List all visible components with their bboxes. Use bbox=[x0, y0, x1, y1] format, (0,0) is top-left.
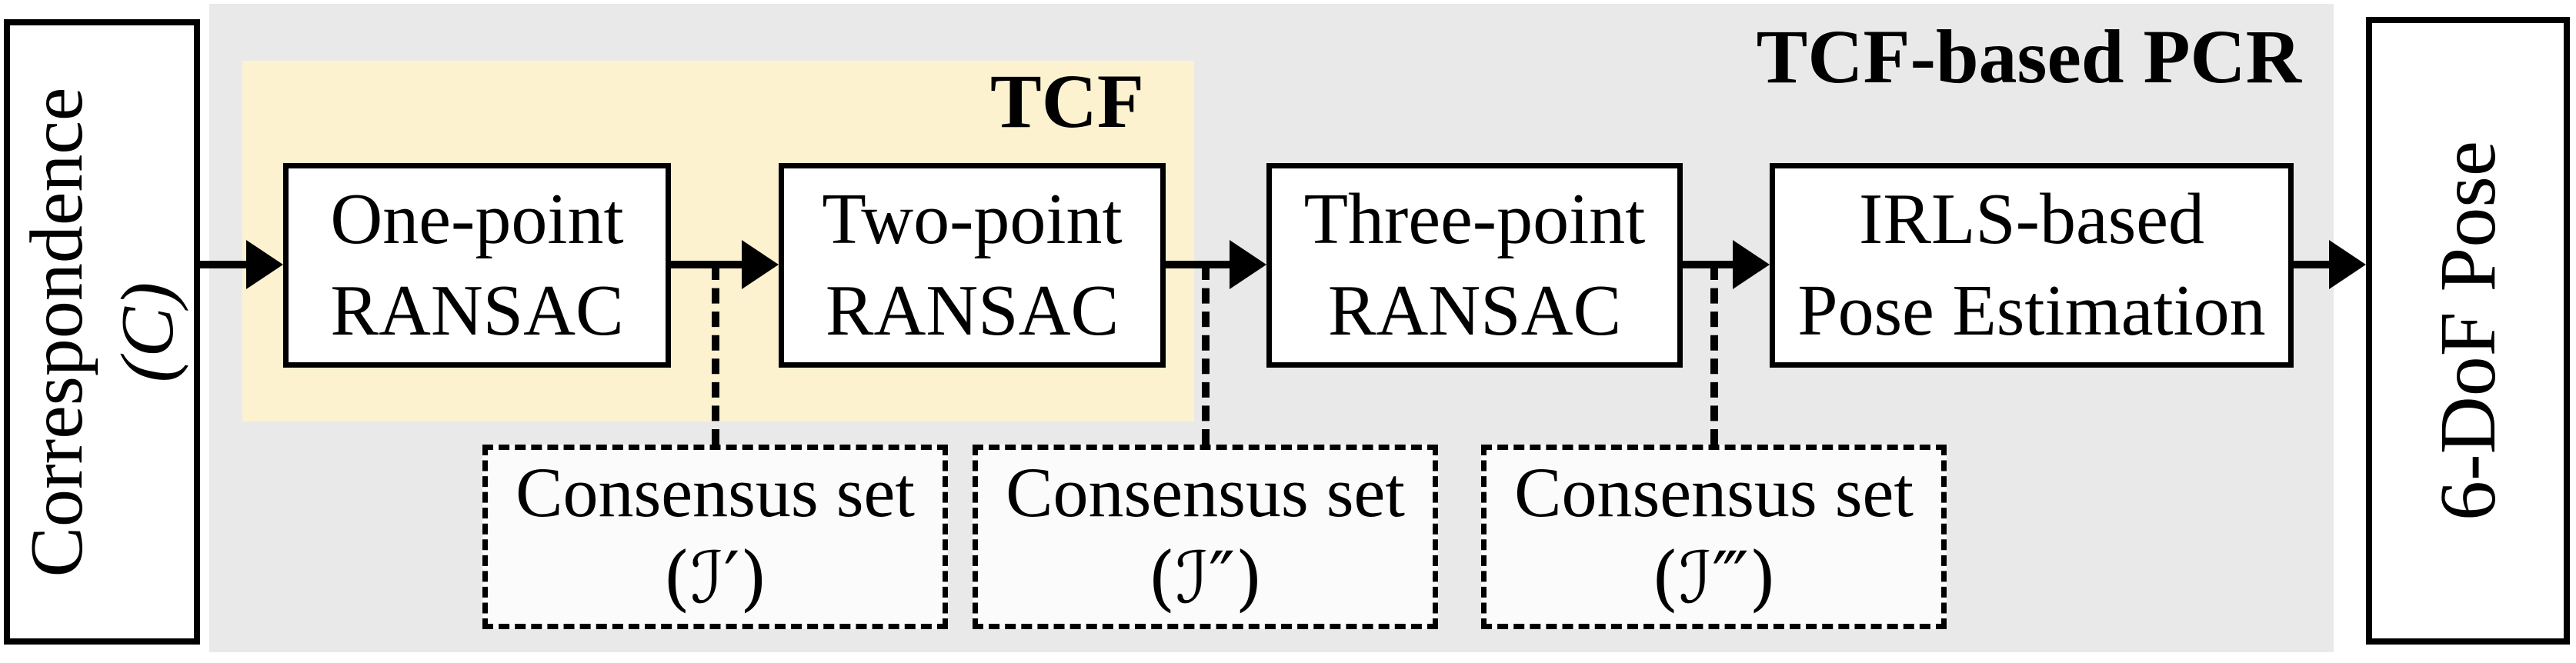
stage-label-line2: RANSAC bbox=[825, 271, 1119, 351]
stage-label-line1: Three-point bbox=[1303, 179, 1646, 259]
consensus-set-2-box: Consensus set (ℐ″) bbox=[973, 445, 1438, 629]
stage-label-line2: RANSAC bbox=[1327, 271, 1622, 351]
consensus-symbol: (ℐ″) bbox=[1147, 537, 1263, 619]
arrow-shaft bbox=[200, 261, 252, 268]
stage-three-point-ransac-box: Three-point RANSAC bbox=[1266, 163, 1683, 368]
consensus-label: Consensus set bbox=[516, 453, 915, 531]
flow-arrow-4 bbox=[1683, 240, 1770, 289]
consensus-set-1-box: Consensus set (ℐ′) bbox=[482, 445, 948, 629]
consensus-label: Consensus set bbox=[1006, 453, 1405, 531]
input-label-line1: Correspondence bbox=[15, 87, 98, 577]
output-6dof-pose-box: 6-DoF Pose bbox=[2366, 17, 2570, 645]
arrow-shaft bbox=[2294, 261, 2335, 268]
flow-arrow-3 bbox=[1166, 240, 1266, 289]
stage-two-point-ransac-box: Two-point RANSAC bbox=[779, 163, 1166, 368]
flow-arrow-1 bbox=[200, 240, 283, 289]
stage-label-line1: IRLS-based bbox=[1858, 179, 2205, 259]
dashed-connector-2 bbox=[1202, 265, 1210, 445]
consensus-symbol: (ℐ‴) bbox=[1651, 537, 1777, 619]
pcr-region-title: TCF-based PCR bbox=[1756, 14, 2301, 99]
input-correspondence-label: Correspondence (C) bbox=[12, 87, 193, 577]
arrow-shaft bbox=[671, 261, 748, 268]
stage-label-line2: RANSAC bbox=[330, 271, 624, 351]
arrowhead-icon bbox=[246, 240, 283, 289]
output-6dof-pose-label: 6-DoF Pose bbox=[2423, 141, 2514, 521]
flow-arrow-2 bbox=[671, 240, 779, 289]
arrowhead-icon bbox=[1733, 240, 1770, 289]
dashed-connector-1 bbox=[712, 265, 719, 445]
arrowhead-icon bbox=[2329, 240, 2366, 289]
consensus-symbol: (ℐ′) bbox=[662, 537, 768, 619]
tcf-region-title: TCF bbox=[990, 58, 1144, 144]
input-label-line2: (C) bbox=[105, 282, 189, 382]
consensus-label: Consensus set bbox=[1514, 453, 1914, 531]
stage-one-point-ransac-box: One-point RANSAC bbox=[283, 163, 671, 368]
input-correspondence-box: Correspondence (C) bbox=[4, 19, 200, 645]
dashed-connector-3 bbox=[1710, 265, 1718, 445]
output-label: 6-DoF Pose bbox=[2423, 140, 2512, 521]
stage-label-line1: Two-point bbox=[822, 179, 1123, 259]
stage-label-line2: Pose Estimation bbox=[1797, 271, 2266, 351]
flow-arrow-5 bbox=[2294, 240, 2366, 289]
consensus-set-3-box: Consensus set (ℐ‴) bbox=[1481, 445, 1947, 629]
stage-label-line1: One-point bbox=[330, 179, 624, 259]
arrowhead-icon bbox=[1230, 240, 1266, 289]
arrow-shaft bbox=[1166, 261, 1236, 268]
stage-irls-pose-estimation-box: IRLS-based Pose Estimation bbox=[1770, 163, 2294, 368]
arrowhead-icon bbox=[742, 240, 779, 289]
